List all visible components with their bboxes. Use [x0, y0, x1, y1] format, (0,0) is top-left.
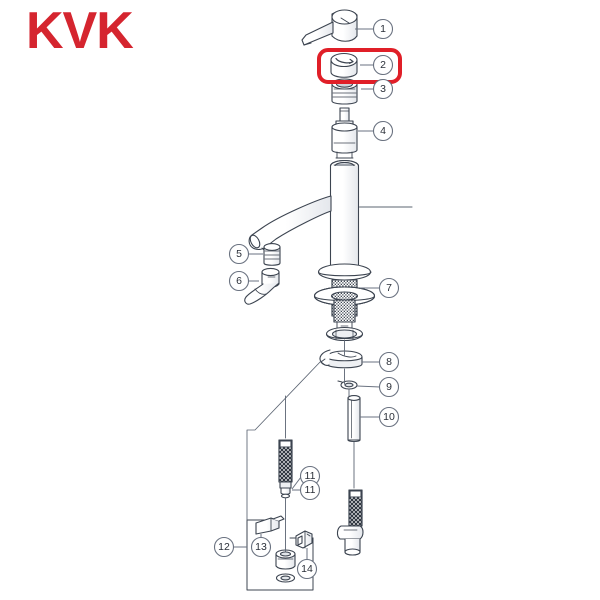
- part-crescent-seat-washer: [319, 349, 363, 369]
- callout-4-label: 4: [380, 125, 386, 137]
- callout-8-label: 8: [386, 356, 392, 368]
- callout-3-label: 3: [380, 83, 386, 95]
- leader-9: [356, 385, 381, 388]
- flat-washer: [275, 573, 296, 583]
- part-mounting-clip-right: [295, 530, 313, 549]
- assembly-guide-lines: [246, 206, 413, 553]
- callout-1-label: 1: [380, 23, 386, 35]
- callout-9-label: 9: [386, 381, 392, 393]
- callout-9[interactable]: 9: [378, 376, 400, 398]
- callout-14[interactable]: 14: [296, 558, 318, 580]
- part-lever-handle: [301, 9, 358, 46]
- callout-11-lower[interactable]: 11: [299, 479, 321, 501]
- hex-nut: [275, 549, 296, 570]
- callout-8[interactable]: 8: [378, 351, 400, 373]
- part-braided-hose-left: [278, 439, 293, 499]
- callout-7-label: 7: [386, 282, 392, 294]
- callout-1[interactable]: 1: [372, 18, 394, 40]
- part-spout-tip-elbow: [244, 267, 280, 305]
- callout-13[interactable]: 13: [250, 536, 272, 558]
- callout-6-label: 6: [236, 275, 242, 287]
- callout-13-label: 13: [255, 541, 267, 553]
- callout-leaders: [233, 28, 381, 560]
- callout-2[interactable]: 2: [372, 54, 394, 76]
- callout-3[interactable]: 3: [372, 78, 394, 100]
- callout-14-label: 14: [301, 563, 313, 575]
- faucet-body: [329, 159, 360, 269]
- callout-10-label: 10: [383, 411, 395, 423]
- part-retaining-clip-ring: [337, 380, 358, 390]
- callout-5-label: 5: [236, 248, 242, 260]
- callout-11-lower-label: 11: [305, 484, 316, 496]
- part-mounting-clip-left: [255, 515, 285, 535]
- part-mixing-cartridge: [331, 107, 358, 159]
- leader-11a: [291, 476, 302, 490]
- part-mounting-sleeve: [347, 395, 361, 443]
- callout-10[interactable]: 10: [378, 406, 400, 428]
- highlight-box-part-2: [317, 48, 402, 84]
- kvk-brand-logo: KVK: [26, 2, 134, 60]
- part-aerator: [263, 243, 281, 266]
- callout-4[interactable]: 4: [372, 120, 394, 142]
- callout-2-label: 2: [380, 59, 386, 71]
- callout-6[interactable]: 6: [228, 270, 250, 292]
- part-handle-cap: [330, 52, 358, 78]
- faucet-spout: [248, 195, 332, 253]
- callout-12-label: 12: [218, 541, 230, 553]
- callout-11-upper[interactable]: 11: [299, 465, 321, 487]
- part-braided-hose-right: [336, 489, 364, 556]
- callout-11-upper-label: 11: [305, 470, 316, 482]
- callout-12[interactable]: 12: [213, 536, 235, 558]
- callout-bubbles: 1 2 3 4 5 6 7: [213, 18, 400, 580]
- callout-7[interactable]: 7: [378, 277, 400, 299]
- callout-5[interactable]: 5: [228, 243, 250, 265]
- lock-ring: [325, 326, 364, 342]
